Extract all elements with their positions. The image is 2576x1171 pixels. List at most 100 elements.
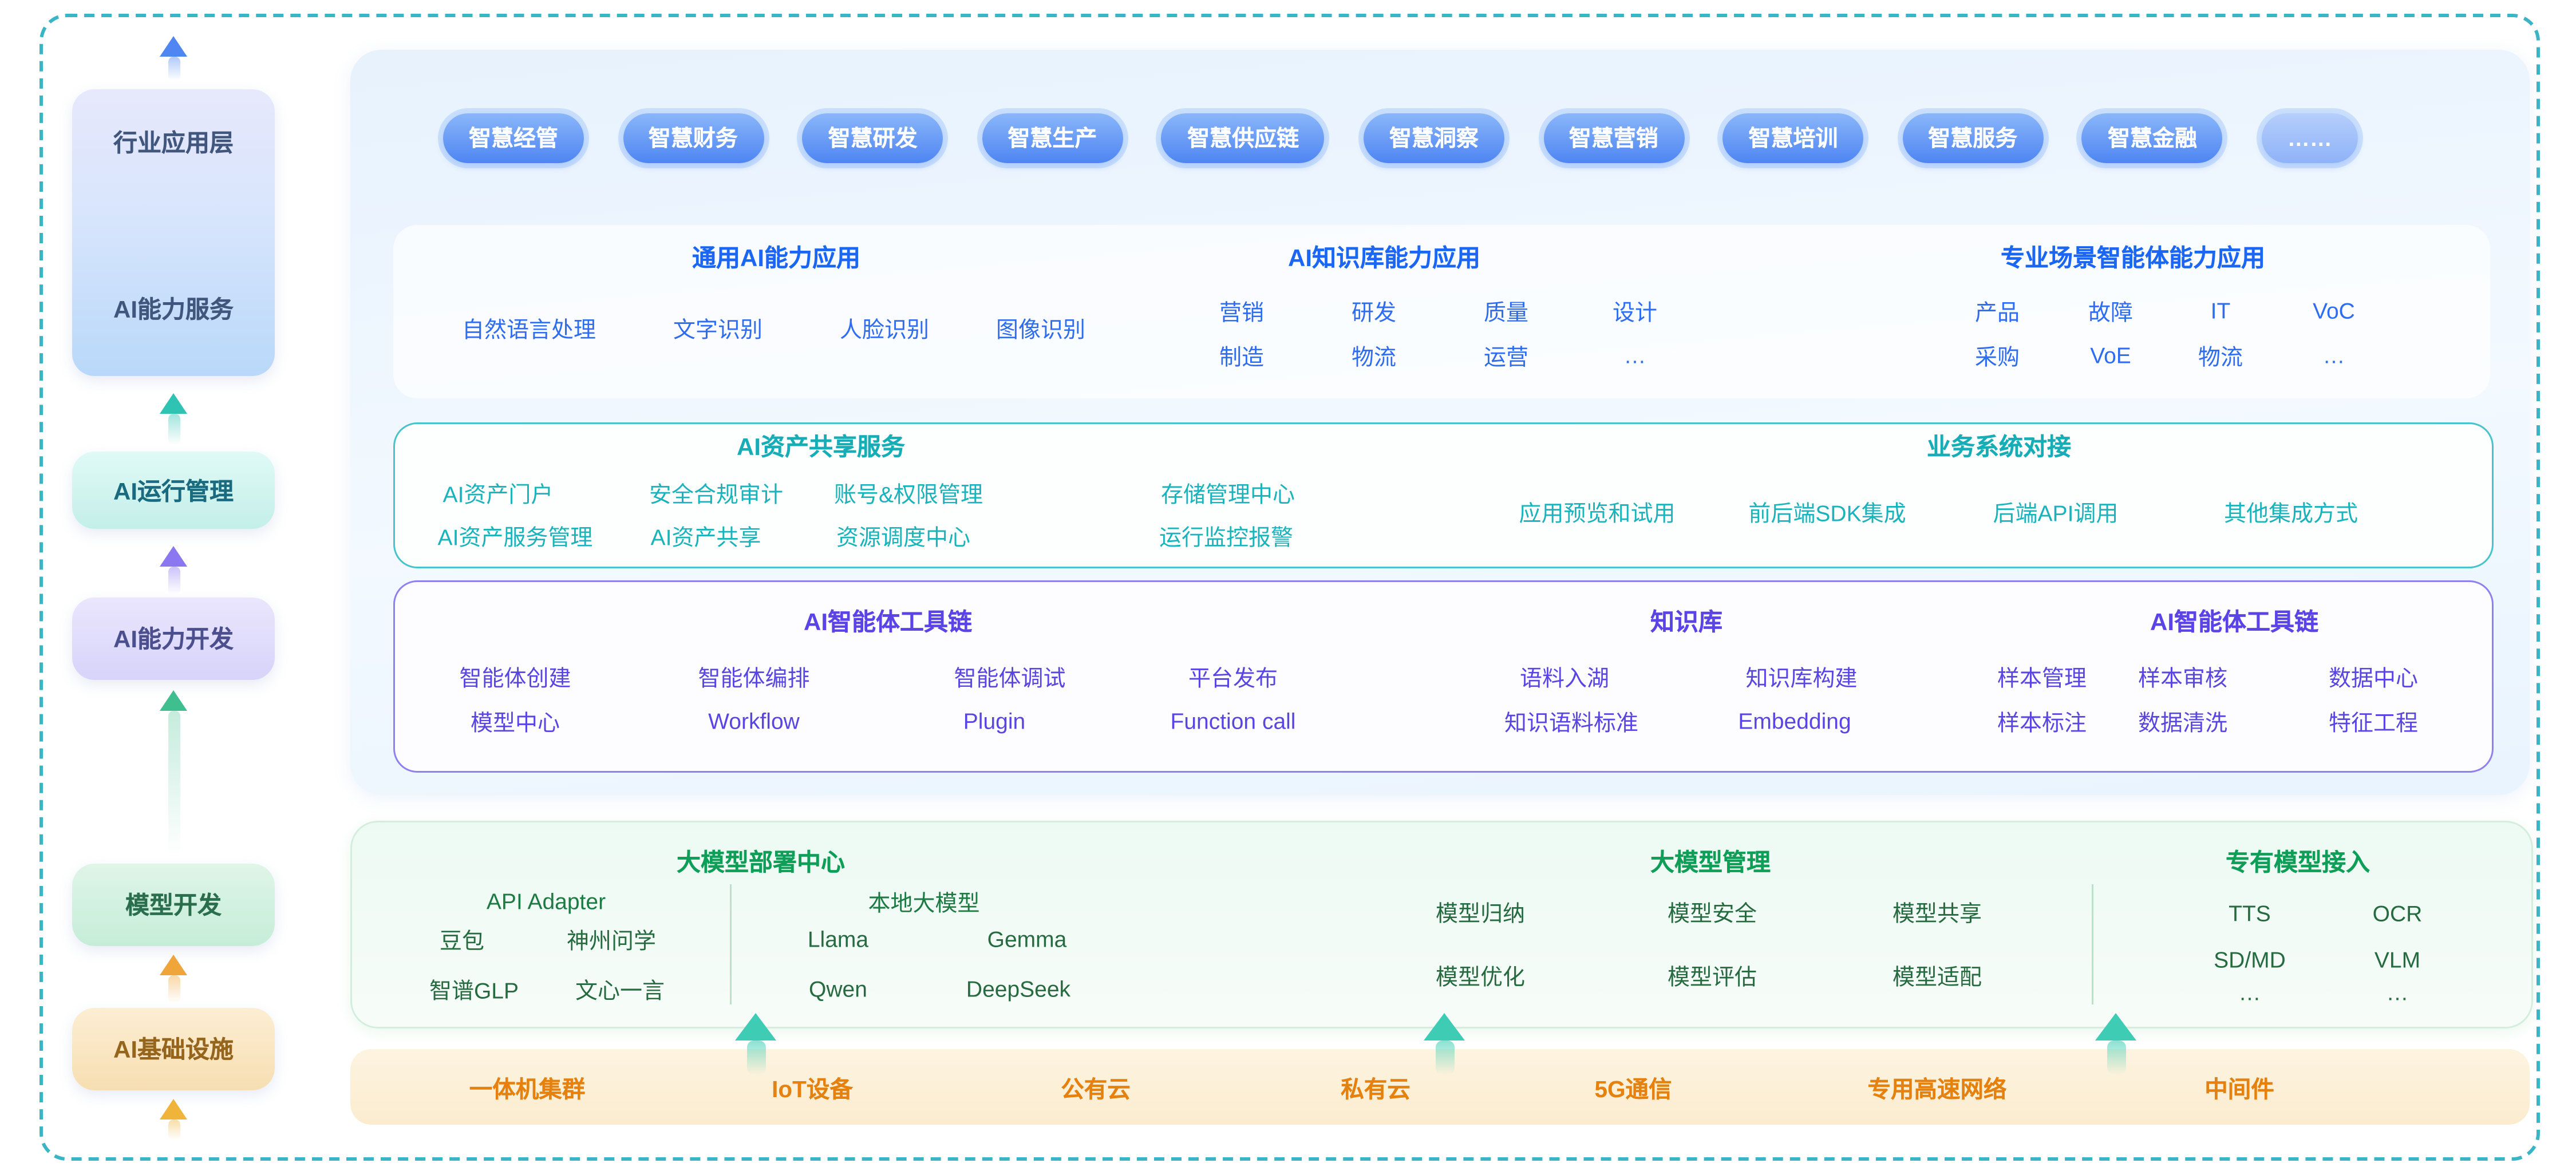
app-pill: 智慧服务 xyxy=(1902,113,2044,163)
integration-item: 前后端SDK集成 xyxy=(1748,500,1906,527)
app-pill: 智慧研发 xyxy=(802,113,943,163)
model-item: 智谱GLP xyxy=(429,978,519,1004)
group-title: AI资产共享服务 xyxy=(737,433,905,460)
app-pill: 智慧营销 xyxy=(1543,113,1684,163)
integration-item: 后端API调用 xyxy=(1993,500,2119,527)
infra-item: 5G通信 xyxy=(1594,1077,1672,1102)
asset-item: 存储管理中心 xyxy=(1160,481,1295,508)
infra-item: 专用高速网络 xyxy=(1867,1077,2007,1102)
toolchain-item: 模型中心 xyxy=(470,710,560,736)
scenario-app-item: VoC xyxy=(2313,298,2355,324)
knowledge-base-item: 知识库构建 xyxy=(1745,665,1858,691)
model-item: Qwen xyxy=(809,976,867,1002)
general-ai-item: 文字识别 xyxy=(673,317,763,343)
sample-item: 特征工程 xyxy=(2328,710,2419,736)
knowledge-app-item: 运营 xyxy=(1483,344,1529,370)
scenario-app-item: … xyxy=(2322,342,2345,369)
layer-label: AI运行管理 xyxy=(113,476,234,504)
asset-item: AI资产共享 xyxy=(650,524,761,551)
integration-item: 其他集成方式 xyxy=(2223,500,2358,527)
asset-item: 资源调度中心 xyxy=(836,524,971,551)
group-title: AI知识库能力应用 xyxy=(1288,244,1480,271)
ai-capability-panel: 通用AI能力应用 自然语言处理 文字识别 人脸识别 图像识别 AI知识库能力应用… xyxy=(393,225,2490,398)
up-arrow-icon xyxy=(153,1099,194,1140)
infra-item: 私有云 xyxy=(1341,1077,1411,1102)
subgroup-title: API Adapter xyxy=(486,888,606,915)
toolchain-item: Function call xyxy=(1170,708,1296,734)
toolchain-panel: AI智能体工具链 智能体创建 智能体编排 智能体调试 平台发布 模型中心 Wor… xyxy=(393,580,2494,773)
group-title: 通用AI能力应用 xyxy=(692,244,860,271)
application-capability-section: 智慧经管 智慧财务 智慧研发 智慧生产 智慧供应链 智慧洞察 智慧营销 智慧培训… xyxy=(350,50,2530,795)
knowledge-app-item: 质量 xyxy=(1483,299,1529,326)
general-ai-item: 人脸识别 xyxy=(839,317,930,343)
knowledge-app-item: 制造 xyxy=(1219,344,1265,370)
knowledge-base-item: 语料入湖 xyxy=(1519,665,1610,691)
up-arrow-icon xyxy=(153,955,194,1003)
up-arrow-icon xyxy=(2088,1013,2143,1075)
up-arrow-icon xyxy=(153,690,194,855)
toolchain-item: 平台发布 xyxy=(1188,665,1278,691)
infra-item: IoT设备 xyxy=(772,1077,853,1102)
layer-label: AI能力服务 xyxy=(113,295,234,323)
scenario-app-item: 物流 xyxy=(2198,344,2243,370)
model-item: 文心一言 xyxy=(575,978,665,1004)
integration-item: 应用预览和试用 xyxy=(1519,500,1676,527)
scenario-app-item: 产品 xyxy=(1974,299,2020,326)
model-item: 神州问学 xyxy=(566,928,657,954)
knowledge-base-item: Embedding xyxy=(1738,708,1851,734)
proprietary-item: TTS xyxy=(2229,900,2271,927)
asset-item: 安全合规审计 xyxy=(649,481,784,508)
sample-item: 样本标注 xyxy=(1997,710,2087,736)
model-item: Llama xyxy=(807,926,869,952)
general-ai-item: 自然语言处理 xyxy=(461,317,596,343)
group-title: 专有模型接入 xyxy=(2226,848,2370,876)
layer-industry-application: 行业应用层 AI能力服务 xyxy=(72,89,275,376)
proprietary-item: SD/MD xyxy=(2214,947,2286,973)
up-arrow-icon xyxy=(153,393,194,445)
knowledge-app-item: 物流 xyxy=(1351,344,1397,370)
app-pill: 智慧洞察 xyxy=(1363,113,1504,163)
knowledge-app-item: 研发 xyxy=(1351,299,1397,326)
layer-label: 模型开发 xyxy=(125,891,222,919)
app-pill-more: …… xyxy=(2261,113,2358,163)
model-mgmt-item: 模型归纳 xyxy=(1435,900,1526,927)
layer-ai-operation: AI运行管理 xyxy=(72,452,275,529)
model-mgmt-item: 模型共享 xyxy=(1892,900,1982,927)
model-mgmt-item: 模型优化 xyxy=(1435,964,1526,990)
layer-ai-development: AI能力开发 xyxy=(72,598,275,680)
layer-label: AI能力开发 xyxy=(113,625,234,652)
infra-item: 一体机集群 xyxy=(469,1077,586,1102)
asset-item: 账号&权限管理 xyxy=(833,481,983,508)
infra-item: 中间件 xyxy=(2204,1077,2274,1102)
proprietary-item: … xyxy=(2386,979,2409,1006)
group-title: AI智能体工具链 xyxy=(2150,608,2318,635)
divider xyxy=(2092,884,2093,1004)
toolchain-item: 智能体调试 xyxy=(954,665,1066,691)
sample-item: 数据中心 xyxy=(2328,665,2419,691)
group-title: 大模型部署中心 xyxy=(677,848,845,876)
up-arrow-icon xyxy=(153,546,194,594)
asset-sharing-panel: AI资产共享服务 AI资产门户 安全合规审计 账号&权限管理 存储管理中心 AI… xyxy=(393,422,2494,568)
model-item: 豆包 xyxy=(439,928,485,954)
subgroup-title: 本地大模型 xyxy=(868,890,980,916)
proprietary-item: VLM xyxy=(2374,947,2421,973)
proprietary-item: OCR xyxy=(2372,900,2423,927)
model-mgmt-item: 模型安全 xyxy=(1667,900,1757,927)
scenario-app-item: 故障 xyxy=(2088,299,2134,326)
toolchain-item: Workflow xyxy=(708,708,800,734)
layer-model-development: 模型开发 xyxy=(72,864,275,946)
layer-label: AI基础设施 xyxy=(113,1035,234,1063)
scenario-app-item: VoE xyxy=(2090,342,2131,369)
scenario-app-item: IT xyxy=(2210,298,2231,324)
sample-item: 数据清洗 xyxy=(2138,710,2228,736)
app-pill: 智慧经管 xyxy=(443,113,584,163)
smart-app-pill-row: 智慧经管 智慧财务 智慧研发 智慧生产 智慧供应链 智慧洞察 智慧营销 智慧培训… xyxy=(443,113,2358,163)
proprietary-item: … xyxy=(2238,979,2261,1006)
general-ai-item: 图像识别 xyxy=(995,317,1086,343)
group-title: AI智能体工具链 xyxy=(804,608,972,635)
scenario-app-item: 采购 xyxy=(1974,344,2020,370)
model-section: 大模型部署中心 API Adapter 豆包 神州问学 智谱GLP 文心一言 本… xyxy=(350,821,2533,1028)
app-pill: 智慧生产 xyxy=(982,113,1123,163)
app-pill: 智慧培训 xyxy=(1722,113,1864,163)
